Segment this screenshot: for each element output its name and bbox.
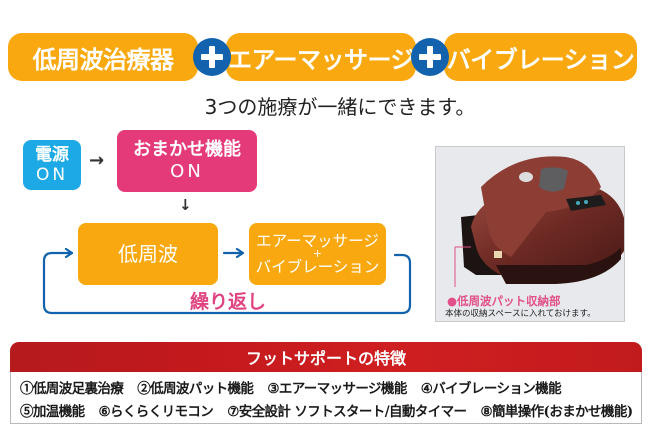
feature-item: ⑦安全設計 ソフトスタート/自動タイマー (227, 404, 467, 420)
auto-mode-label: おまかせ機能 (133, 139, 241, 161)
low-frequency-label: 低周波 (118, 242, 178, 266)
feature-item: ④バイブレーション機能 (420, 381, 562, 397)
arrow-down-icon: ↓ (179, 196, 192, 214)
repeat-label: 繰り返し (190, 291, 267, 313)
low-frequency-box: 低周波 (78, 223, 218, 285)
feature-item: ⑥らくらくリモコン (98, 404, 214, 420)
power-label: 電源 (35, 144, 69, 165)
subtitle: 3つの施療が一緒にできます。 (204, 95, 476, 119)
features-row-2: ⑤加温機能 ⑥らくらくリモコン ⑦安全設計 ソフトスタート/自動タイマー ⑧簡単操作(… (20, 400, 633, 420)
foot-massager-image (454, 156, 624, 287)
banner-vibration: バイブレーション (444, 33, 637, 81)
air-vibration-box: エアーマッサージ + バイブレーション (249, 223, 386, 285)
arrow-right-icon: → (89, 150, 105, 171)
power-state: ON (35, 165, 69, 185)
pad-storage-caption: ●低周波パット収納部 (447, 294, 561, 308)
feature-item: ⑤加温機能 (20, 404, 85, 420)
pad-storage-description: 本体の収納スペースに入れておけます。 (445, 309, 596, 319)
feature-item: ⑧簡単操作(おまかせ機能) (480, 404, 633, 420)
vibration-label: バイブレーション (255, 257, 380, 276)
banner-low-frequency: 低周波治療器 (8, 33, 198, 81)
feature-item: ①低周波足裏治療 (20, 381, 124, 397)
banner-air-massage: エアーマッサージ (226, 33, 416, 81)
feature-item: ③エアーマッサージ機能 (267, 381, 407, 397)
air-massage-label: エアーマッサージ (256, 231, 379, 250)
plus-label: + (312, 247, 323, 261)
features-title: フットサポートの特徴 (10, 342, 642, 372)
plus-icon (193, 38, 231, 76)
features-row-1: ①低周波足裏治療 ②低周波パット機能 ③エアーマッサージ機能 ④バイブレーション機能 (20, 377, 575, 397)
power-on-box: 電源 ON (23, 140, 81, 190)
auto-mode-state: ON (170, 161, 204, 182)
product-photo (435, 146, 625, 322)
plus-icon (411, 38, 449, 76)
feature-item: ②低周波パット機能 (137, 381, 254, 397)
auto-mode-box: おまかせ機能 ON (117, 130, 257, 192)
